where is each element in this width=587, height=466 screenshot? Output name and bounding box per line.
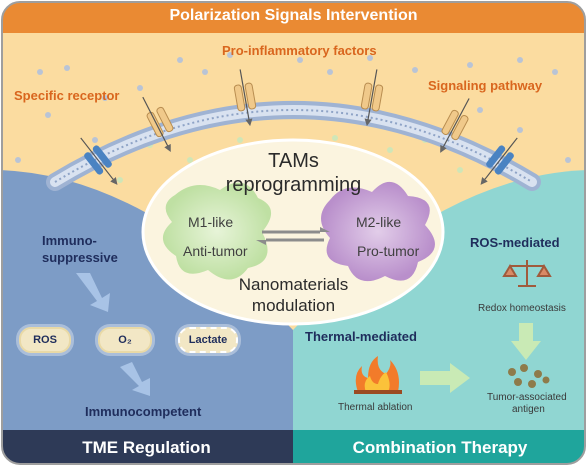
header-title: Polarization Signals Intervention (169, 7, 418, 24)
fire-icon (354, 356, 402, 394)
lactate-pill: Lactate (178, 327, 238, 353)
tme-footer-label: TME Regulation (82, 438, 211, 457)
label-pro-inflammatory: Pro-inflammatory factors (222, 43, 377, 58)
redox-homeostasis-label: Redox homeostasis (478, 303, 566, 314)
thermal-arrow (420, 363, 470, 393)
extracellular-dots (15, 52, 571, 163)
center-title-reprogramming: reprogramming (225, 174, 362, 196)
m1-sublabel: Anti-tumor (183, 243, 248, 259)
tme-footer (2, 430, 293, 464)
thermal-mediated-label: Thermal-mediated (305, 329, 417, 344)
o2-pill: O₂ (98, 327, 152, 353)
tumor-antigen-line2: antigen (512, 404, 545, 415)
combination-footer (293, 430, 585, 464)
redox-down-arrow (511, 323, 541, 360)
antigen-dots (508, 364, 550, 388)
center-title-tams: TAMs (268, 150, 319, 172)
immuno-suppressive-line1: Immuno- (42, 233, 97, 248)
ros-pill: ROS (19, 327, 71, 353)
reversible-arrow (256, 227, 330, 245)
label-signaling-pathway: Signaling pathway (428, 78, 543, 93)
membrane-receptors (80, 69, 518, 185)
header-bar (2, 2, 585, 33)
balance-icon (502, 260, 552, 287)
tme-arrows (76, 273, 150, 396)
immuno-suppressive-line2: suppressive (42, 250, 118, 265)
m2-cell (321, 181, 435, 282)
immunocompetent-label: Immunocompetent (85, 404, 202, 419)
tumor-antigen-line1: Tumor-associated (487, 392, 567, 403)
center-nanomaterials: Nanomaterials (238, 275, 349, 294)
m2-sublabel: Pro-tumor (357, 243, 420, 259)
ros-mediated-label: ROS-mediated (470, 235, 560, 250)
m1-cell (162, 182, 272, 280)
tme-panel (2, 170, 293, 464)
m1-label: M1-like (188, 214, 234, 230)
combination-footer-label: Combination Therapy (352, 438, 528, 457)
thermal-ablation-label: Thermal ablation (338, 402, 413, 413)
label-specific-receptor: Specific receptor (14, 88, 120, 103)
m2-label: M2-like (356, 214, 402, 230)
center-modulation: modulation (251, 296, 336, 315)
